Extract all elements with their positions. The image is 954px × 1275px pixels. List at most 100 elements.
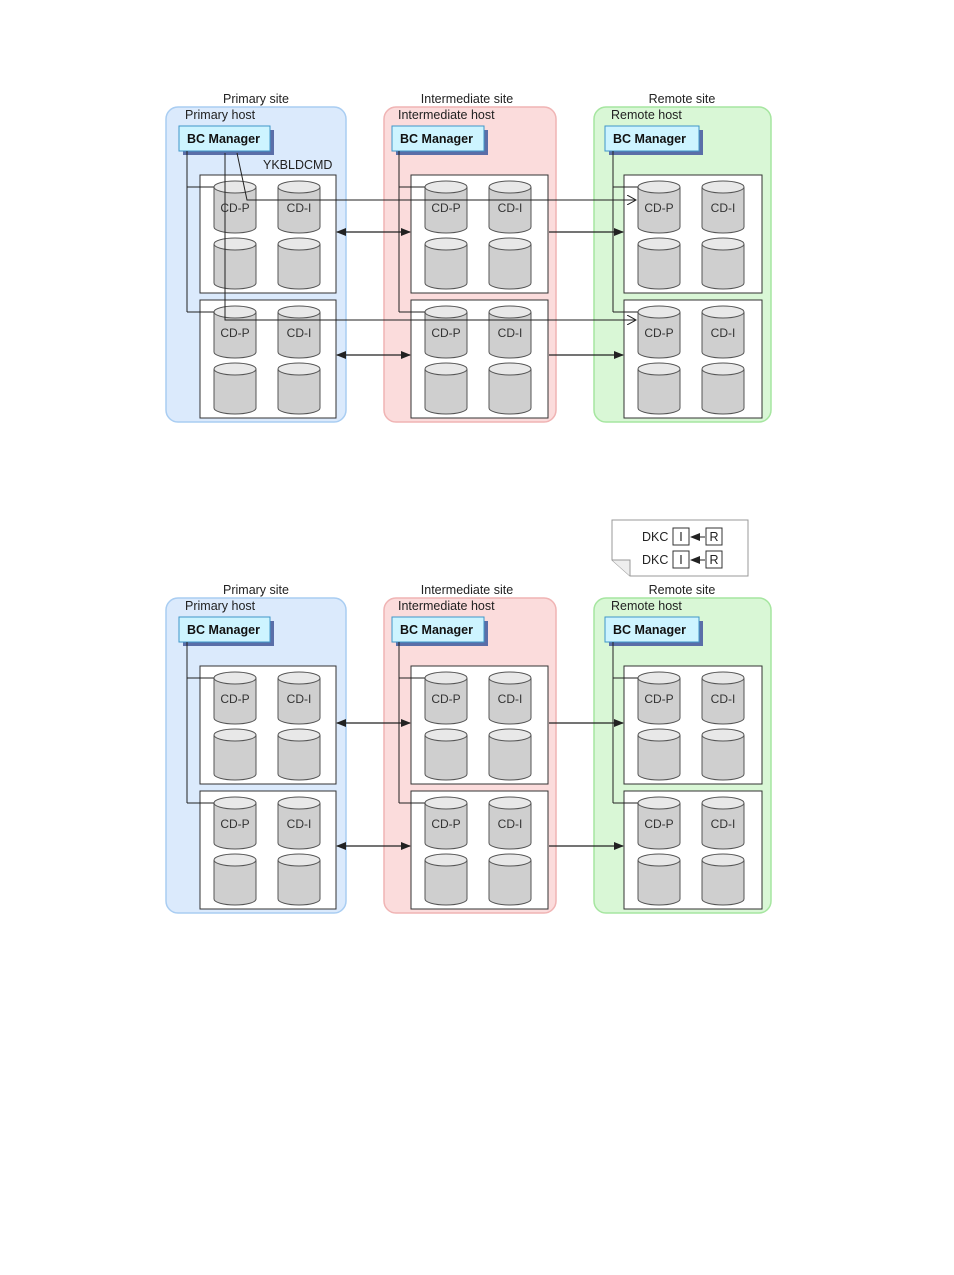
volume-label: CD-P xyxy=(431,817,460,831)
cylinder-body xyxy=(424,187,468,234)
cylinder-body xyxy=(488,735,532,781)
cd-p-volume: CD-P xyxy=(424,305,468,359)
volume xyxy=(637,362,681,415)
volume-label: CD-I xyxy=(711,817,736,831)
volume xyxy=(277,728,321,781)
volume-label: CD-P xyxy=(220,817,249,831)
cylinder-body xyxy=(701,369,745,415)
volume xyxy=(488,237,532,290)
cylinder-body xyxy=(277,860,321,906)
volume xyxy=(424,853,468,906)
cd-i-volume: CD-I xyxy=(488,796,532,850)
cylinder-top xyxy=(488,671,532,685)
cylinder-body xyxy=(701,735,745,781)
volume xyxy=(488,853,532,906)
bc-manager: BC Manager xyxy=(391,616,488,646)
site-label: Remote site xyxy=(649,583,716,597)
cylinder-body xyxy=(424,735,468,781)
cylinder-top xyxy=(213,796,257,810)
volume xyxy=(701,237,745,290)
cylinder-top xyxy=(637,237,681,251)
cylinder-top xyxy=(277,362,321,376)
cd-p-volume: CD-P xyxy=(213,796,257,850)
volume xyxy=(488,728,532,781)
volume xyxy=(637,237,681,290)
command-label: YKBLDCMD xyxy=(263,158,332,172)
bc-manager-box xyxy=(391,616,485,643)
volume xyxy=(277,362,321,415)
cylinder-top xyxy=(701,796,745,810)
cylinder-top xyxy=(213,305,257,319)
cylinder-top xyxy=(701,362,745,376)
cylinder-body xyxy=(213,678,257,725)
cd-p-volume: CD-P xyxy=(424,671,468,725)
site-label: Intermediate site xyxy=(421,583,513,597)
cylinder-body xyxy=(488,244,532,290)
bc-manager-label: BC Manager xyxy=(187,623,260,637)
cd-i-volume: CD-I xyxy=(277,305,321,359)
bc-manager-box xyxy=(178,125,271,152)
cylinder-body xyxy=(637,187,681,234)
cd-p-volume: CD-P xyxy=(213,671,257,725)
cd-p-volume: CD-P xyxy=(637,796,681,850)
cylinder-body xyxy=(277,369,321,415)
cylinder-top xyxy=(637,796,681,810)
bc-manager-label: BC Manager xyxy=(613,623,686,637)
cylinder-top xyxy=(637,853,681,867)
cylinder-body xyxy=(488,860,532,906)
bc-manager-box xyxy=(178,616,271,643)
volume xyxy=(277,237,321,290)
lower-primary-storage-group-1: CD-P CD-I xyxy=(199,665,337,785)
cylinder-top xyxy=(277,796,321,810)
cylinder-body xyxy=(637,369,681,415)
legend-prefix: DKC xyxy=(642,553,668,567)
lower-remote-storage-group-2: CD-P CD-I xyxy=(623,790,763,910)
cylinder-body xyxy=(637,735,681,781)
cylinder-body xyxy=(424,312,468,359)
cylinder-top xyxy=(488,853,532,867)
volume xyxy=(213,853,257,906)
bc-manager: BC Manager xyxy=(178,125,274,155)
legend-box-from xyxy=(672,527,690,546)
lower-intermediate-storage-group-2: CD-P CD-I xyxy=(410,790,549,910)
bc-manager-box xyxy=(604,616,700,643)
cylinder-body xyxy=(213,244,257,290)
site-label: Primary site xyxy=(223,583,289,597)
bc-manager-label: BC Manager xyxy=(400,132,473,146)
cylinder-top xyxy=(213,180,257,194)
volume-label: CD-I xyxy=(287,692,312,706)
bc-manager: BC Manager xyxy=(604,125,703,155)
cylinder-body xyxy=(277,187,321,234)
cylinder-top xyxy=(277,237,321,251)
cylinder-body xyxy=(424,678,468,725)
volume xyxy=(424,237,468,290)
cylinder-body xyxy=(701,678,745,725)
bc-manager-box xyxy=(391,125,485,152)
bc-manager-box xyxy=(604,125,700,152)
cylinder-body xyxy=(701,803,745,850)
volume-label: CD-P xyxy=(644,817,673,831)
upper-command-flow: YKBLDCMD xyxy=(224,152,636,320)
volume xyxy=(488,362,532,415)
bc-manager: BC Manager xyxy=(178,616,274,646)
cylinder-top xyxy=(488,237,532,251)
volume xyxy=(213,237,257,290)
volume-label: CD-P xyxy=(644,692,673,706)
cd-p-volume: CD-P xyxy=(424,796,468,850)
bc-manager: BC Manager xyxy=(604,616,703,646)
legend-from: I xyxy=(679,553,682,567)
volume-label: CD-P xyxy=(644,201,673,215)
bc-manager-label: BC Manager xyxy=(613,132,686,146)
site-label: Intermediate site xyxy=(421,92,513,106)
cylinder-top xyxy=(213,671,257,685)
volume-label: CD-P xyxy=(644,326,673,340)
cylinder-top xyxy=(213,853,257,867)
